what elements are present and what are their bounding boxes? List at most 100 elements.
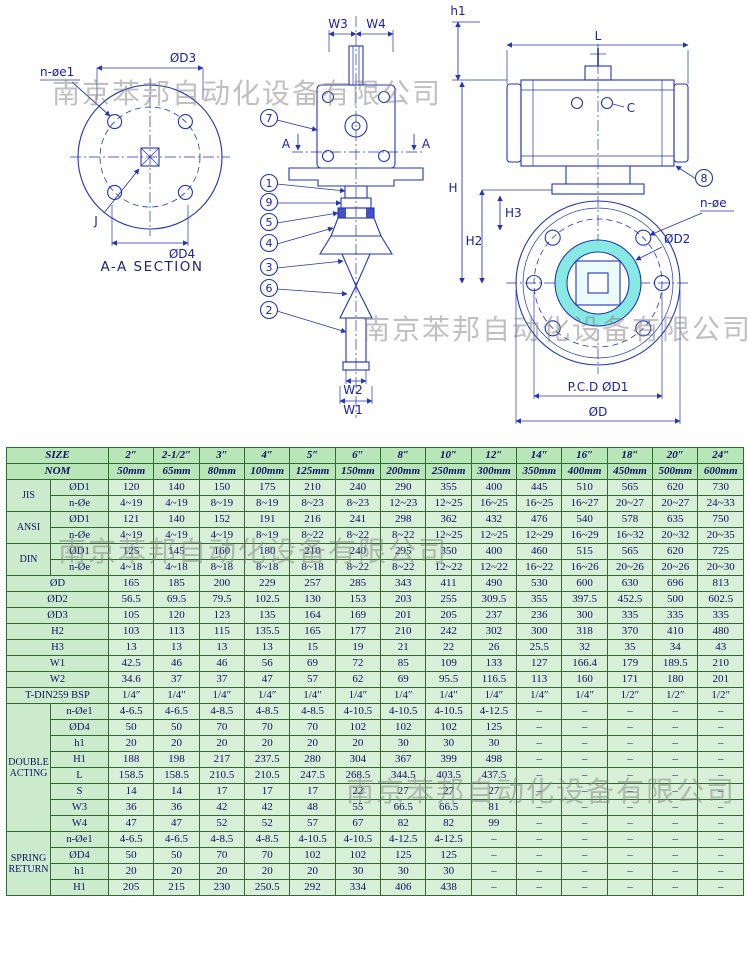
value-cell: 66.5 xyxy=(425,799,472,816)
value-cell: 8~23 xyxy=(334,495,382,512)
value-cell: 343 xyxy=(380,575,427,592)
param-label: W1 xyxy=(6,655,109,672)
nom-header-label: NOM xyxy=(6,463,109,480)
value-cell: 102 xyxy=(334,847,382,864)
value-cell: 540 xyxy=(561,511,608,528)
value-cell: – xyxy=(561,767,608,784)
balloon-9: 9 xyxy=(259,192,342,212)
size-column-header: 6″ xyxy=(334,447,382,464)
value-cell: 4~19 xyxy=(153,495,200,512)
size-column-header: 12″ xyxy=(470,447,518,464)
value-cell: 36 xyxy=(153,799,200,816)
value-cell: 21 xyxy=(380,639,427,656)
value-cell: 79.5 xyxy=(198,591,246,608)
value-cell: 406 xyxy=(380,879,427,896)
value-cell: 16~25 xyxy=(470,495,518,512)
value-cell: 36 xyxy=(107,799,155,816)
value-cell: – xyxy=(516,863,563,880)
value-cell: 438 xyxy=(425,879,472,896)
value-cell: 240 xyxy=(334,479,382,496)
value-cell: 52 xyxy=(198,815,246,832)
value-cell: 410 xyxy=(652,623,699,640)
param-label: ØD3 xyxy=(6,607,109,624)
value-cell: 70 xyxy=(198,847,246,864)
value-cell: 8~22 xyxy=(334,559,382,576)
value-cell: 201 xyxy=(380,607,427,624)
value-cell: 1/4″ xyxy=(198,687,246,704)
nom-column-header: 350mm xyxy=(516,463,563,480)
value-cell: 210 xyxy=(380,623,427,640)
value-cell: 166.4 xyxy=(561,655,608,672)
value-cell: 280 xyxy=(289,751,336,768)
value-cell: 120 xyxy=(153,607,200,624)
value-cell: 127 xyxy=(516,655,563,672)
side-view: h1 L C 8 xyxy=(448,4,734,424)
value-cell: 32 xyxy=(561,639,608,656)
value-cell: 565 xyxy=(606,479,654,496)
size-column-header: 20″ xyxy=(652,447,699,464)
value-cell: – xyxy=(697,751,744,768)
value-cell: 750 xyxy=(697,511,744,528)
value-cell: – xyxy=(697,863,744,880)
nom-column-header: 125mm xyxy=(289,463,336,480)
value-cell: 1/2″ xyxy=(606,687,654,704)
value-cell: 335 xyxy=(697,607,744,624)
value-cell: 1/4″ xyxy=(470,687,518,704)
value-cell: 133 xyxy=(470,655,518,672)
value-cell: 105 xyxy=(107,607,155,624)
value-cell: 4-6.5 xyxy=(153,703,200,720)
value-cell: 34 xyxy=(652,639,699,656)
value-cell: 102 xyxy=(289,847,336,864)
value-cell: 152 xyxy=(198,511,246,528)
value-cell: 158.5 xyxy=(107,767,155,784)
value-cell: 20~27 xyxy=(606,495,654,512)
value-cell: – xyxy=(470,863,518,880)
value-cell: 602.5 xyxy=(697,591,744,608)
value-cell: 66.5 xyxy=(380,799,427,816)
dim-label-n-oe: n-øe xyxy=(700,196,727,210)
value-cell: 210 xyxy=(289,479,336,496)
value-cell: 30 xyxy=(334,863,382,880)
value-cell: 42.5 xyxy=(107,655,155,672)
value-cell: 165 xyxy=(289,623,336,640)
param-label: T-DIN259 BSP xyxy=(6,687,109,704)
value-cell: 445 xyxy=(516,479,563,496)
value-cell: 292 xyxy=(289,879,336,896)
value-cell: – xyxy=(606,831,654,848)
value-cell: 205 xyxy=(425,607,472,624)
value-cell: 69 xyxy=(380,671,427,688)
size-column-header: 16″ xyxy=(561,447,608,464)
value-cell: 1/4″ xyxy=(425,687,472,704)
value-cell: 8~18 xyxy=(289,559,336,576)
value-cell: 4-8.5 xyxy=(198,703,246,720)
dim-label-w3: W3 xyxy=(328,17,348,31)
value-cell: – xyxy=(561,719,608,736)
value-cell: 4-12.5 xyxy=(470,703,518,720)
value-cell: 57 xyxy=(289,671,336,688)
value-cell: 47 xyxy=(153,815,200,832)
value-cell: 52 xyxy=(244,815,291,832)
value-cell: 300 xyxy=(561,607,608,624)
value-cell: – xyxy=(697,703,744,720)
svg-text:1: 1 xyxy=(266,177,273,190)
param-label: ØD4 xyxy=(50,719,109,736)
value-cell: – xyxy=(697,831,744,848)
value-cell: – xyxy=(561,735,608,752)
value-cell: – xyxy=(561,783,608,800)
value-cell: – xyxy=(652,831,699,848)
svg-text:6: 6 xyxy=(266,282,273,295)
value-cell: 255 xyxy=(425,591,472,608)
value-cell: 16~25 xyxy=(516,495,563,512)
value-cell: 4-10.5 xyxy=(425,703,472,720)
value-cell: 20 xyxy=(244,863,291,880)
value-cell: 400 xyxy=(470,543,518,560)
value-cell: 158.5 xyxy=(153,767,200,784)
value-cell: 350 xyxy=(425,543,472,560)
value-cell: 200 xyxy=(198,575,246,592)
value-cell: 237 xyxy=(470,607,518,624)
